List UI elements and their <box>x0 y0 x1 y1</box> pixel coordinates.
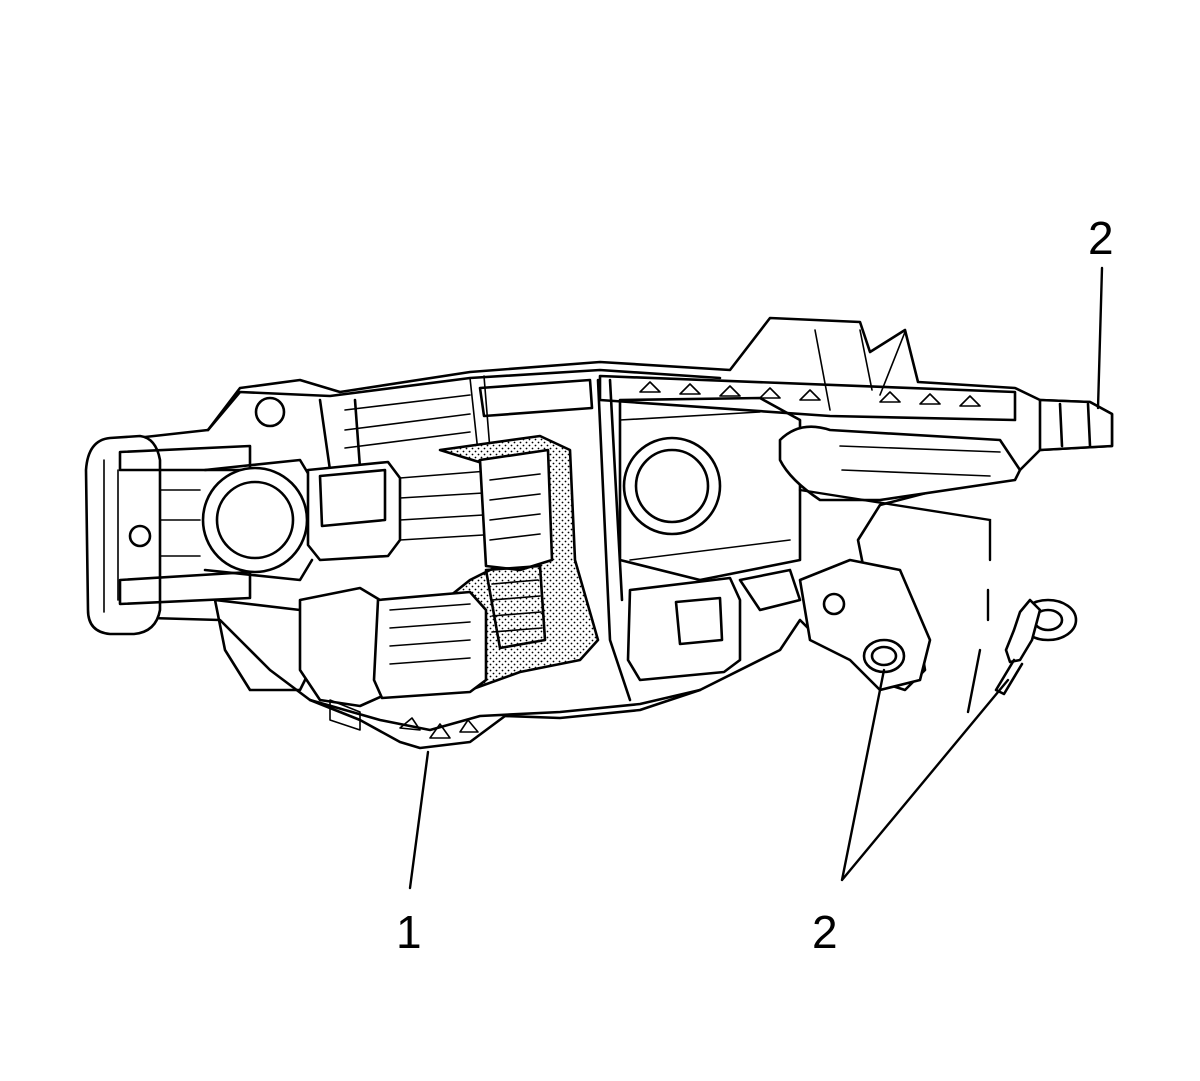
handle-pivot-ring <box>622 436 722 536</box>
push-pin-clip <box>994 598 1078 696</box>
rib-lattice <box>598 374 1017 422</box>
leader-line-2-bottom <box>840 668 1010 882</box>
callout-2-bottom-label: 2 <box>812 906 838 958</box>
connector-housing-lower <box>626 576 742 682</box>
mount-ear <box>798 558 932 692</box>
leader-line-2-top <box>1096 266 1104 410</box>
lock-cylinder-boss <box>201 466 309 574</box>
callout-2-top-label: 2 <box>1088 212 1114 264</box>
mount-hole-top <box>254 396 286 428</box>
removal-path-line <box>798 488 992 714</box>
handle-tab <box>1038 398 1114 452</box>
leader-line-1 <box>408 750 430 890</box>
end-plate-hole <box>128 524 152 548</box>
clip-hole <box>870 645 898 667</box>
handle-frame-assembly <box>84 316 1114 750</box>
callout-1-label: 1 <box>396 906 422 958</box>
connector-housing-upper <box>306 460 402 562</box>
